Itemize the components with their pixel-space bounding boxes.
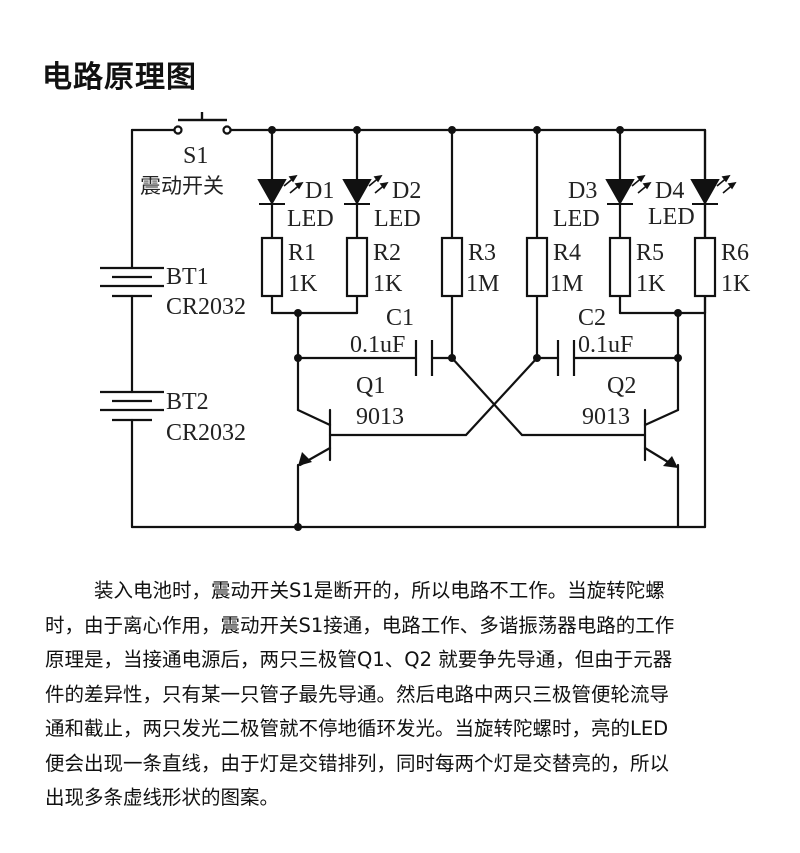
r5-ref-label: R5 [636,240,664,266]
r4-value-label: 1M [550,271,583,297]
switch-name-label: 震动开关 [140,174,224,198]
capacitor-c1 [414,340,434,376]
r6-ref-label: R6 [721,240,749,266]
c1-value-label: 0.1uF [350,332,405,358]
resistor-r3 [440,236,464,298]
r4-ref-label: R4 [553,240,581,266]
description-paragraph: 装入电池时，震动开关S1是断开的，所以电路不工作。当旋转陀螺 时，由于离心作用，… [45,574,757,816]
q1-emitter-arrow [298,452,312,466]
r6-value-label: 1K [721,271,751,297]
d4-type-label: LED [648,204,695,230]
d2-ref-label: D2 [392,178,421,204]
resistor-r5 [608,236,632,298]
description-line: 件的差异性，只有某一只管子最先导通。然后电路中两只三极管便轮流导 [45,682,670,706]
switch-ref-label: S1 [183,143,208,169]
resistor-r6 [693,236,717,298]
bt2-type-label: CR2032 [166,420,246,446]
d2-type-label: LED [374,206,421,232]
r2-value-label: 1K [373,271,403,297]
r5-value-label: 1K [636,271,666,297]
r3-value-label: 1M [466,271,499,297]
q2-emitter-arrow [663,456,678,468]
d3-type-label: LED [553,206,600,232]
d4-ref-label: D4 [655,178,684,204]
q1-type-label: 9013 [356,404,404,430]
description-line: 出现多条虚线形状的图案。 [45,786,280,809]
q2-type-label: 9013 [582,404,630,430]
description-line: 原理是，当接通电源后，两只三极管Q1、Q2 就要争先导通，但由于元器 [45,648,673,671]
d3-ref-label: D3 [568,178,597,204]
c2-value-label: 0.1uF [578,332,633,358]
battery-bt2 [100,390,164,422]
bt1-type-label: CR2032 [166,294,246,320]
c2-ref-label: C2 [578,305,606,331]
description-line: 便会出现一条直线，由于灯是交错排列，同时每两个灯是交替亮的，所以 [45,751,670,775]
description-line: 通和截止，两只发光二极管就不停地循环发光。当旋转陀螺时，亮的LED [45,717,669,740]
d1-ref-label: D1 [305,178,334,204]
description-line: 时，由于离心作用，震动开关S1接通，电路工作、多谐振荡器电路的工作 [45,613,675,637]
r1-value-label: 1K [288,271,318,297]
circuit-schematic: S1 震动开关 BT1 CR2032 BT2 CR2032 D1 LED D2 … [100,112,751,531]
capacitor-c2 [556,340,576,376]
bt2-ref-label: BT2 [166,389,209,415]
led-d3 [605,179,635,206]
r2-ref-label: R2 [373,240,401,266]
led-d4 [690,179,720,206]
q2-ref-label: Q2 [607,373,636,399]
description-line: 装入电池时，震动开关S1是断开的，所以电路不工作。当旋转陀螺 [94,579,665,602]
bt1-ref-label: BT1 [166,264,209,290]
battery-bt1 [100,266,164,298]
resistor-r4 [525,236,549,298]
q1-ref-label: Q1 [356,373,385,399]
page-title: 电路原理图 [42,60,197,95]
c1-ref-label: C1 [386,305,414,331]
resistor-r2 [345,236,369,298]
led-d2 [342,179,372,206]
led-d1 [257,179,287,206]
r3-ref-label: R3 [468,240,496,266]
r1-ref-label: R1 [288,240,316,266]
resistor-r1 [260,236,284,298]
d1-type-label: LED [287,206,334,232]
